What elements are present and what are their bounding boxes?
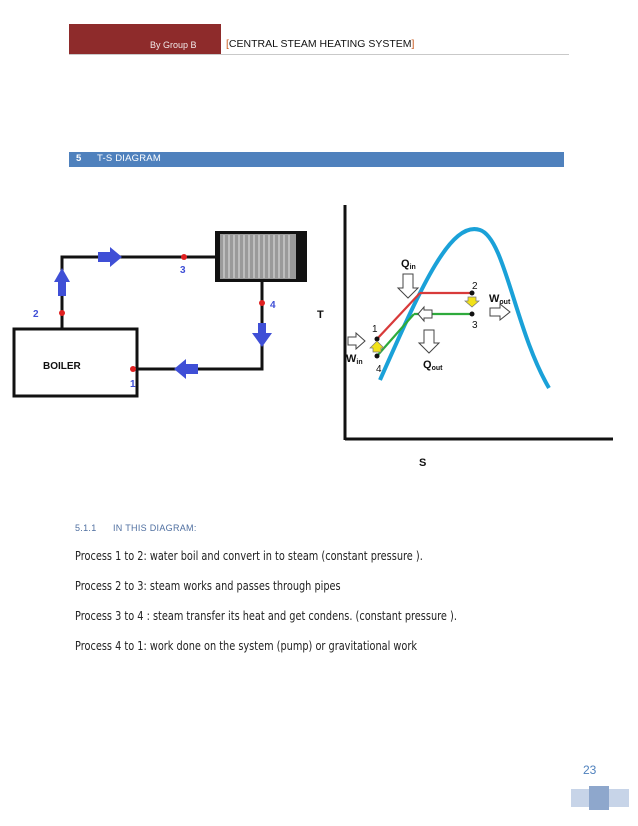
w-in-symbol: W	[346, 353, 357, 365]
circuit-point-4-marker	[259, 300, 265, 306]
t-axis-label: T	[317, 309, 324, 321]
process-line: Process 3 to 4 : steam transfer its heat…	[75, 608, 457, 623]
q-in-arrow-icon	[396, 273, 420, 299]
w-out-arrow-icon	[489, 302, 511, 322]
process-line: Process 4 to 1: work done on the system …	[75, 638, 418, 653]
circuit-point-2-label: 2	[33, 309, 39, 320]
subsection-number: 5.1.1	[75, 523, 97, 533]
page-decoration-icon	[571, 786, 629, 810]
pump-up-arrow-icon	[369, 340, 385, 353]
process-line: Process 1 to 2: water boil and convert i…	[75, 548, 423, 563]
w-out-label: Wout	[489, 293, 511, 306]
saturation-dome-curve	[378, 227, 551, 390]
ts-point-1-marker	[374, 336, 380, 342]
section-number: 5	[76, 153, 82, 164]
circuit-point-1-label: 1	[130, 379, 136, 390]
ts-point-4-label: 4	[376, 364, 382, 375]
title-bracket-close: ]	[411, 38, 415, 50]
boiler-box	[12, 327, 139, 398]
w-in-arrow-icon	[347, 331, 366, 351]
header-title: [CENTRAL STEAM HEATING SYSTEM]	[226, 38, 414, 50]
circuit-point-4-label: 4	[270, 300, 276, 311]
q-in-symbol: Q	[401, 258, 410, 270]
flow-arrow-right-icon	[98, 247, 122, 267]
q-out-subscript: out	[432, 365, 444, 372]
s-axis-label: S	[419, 457, 426, 469]
ts-point-2-marker	[469, 290, 475, 296]
circuit-point-1-marker	[130, 366, 136, 372]
header-title-text: CENTRAL STEAM HEATING SYSTEM	[228, 38, 412, 50]
ts-point-1-label: 1	[372, 324, 378, 335]
circuit-point-3-label: 3	[180, 265, 186, 276]
radiator-icon	[215, 231, 307, 282]
title-bracket-open: [	[226, 38, 229, 50]
q-out-arrow-icon	[417, 329, 441, 354]
condense-left-arrow-icon	[417, 305, 433, 323]
circuit-point-2-marker	[59, 310, 65, 316]
heat-down-arrow-icon	[464, 296, 480, 308]
ts-point-3-marker	[469, 311, 475, 317]
flow-arrow-down-icon	[252, 323, 272, 347]
header-accent-bar	[69, 24, 221, 54]
w-out-symbol: W	[489, 293, 500, 305]
boiler-label: BOILER	[43, 361, 82, 372]
q-out-symbol: Q	[423, 359, 432, 371]
subsection-title: IN THIS DIAGRAM:	[113, 523, 197, 533]
section-heading-bar	[69, 152, 564, 167]
q-out-label: Qout	[423, 359, 443, 372]
header-rule	[69, 54, 569, 55]
circuit-point-3-marker	[181, 254, 187, 260]
w-in-subscript: in	[356, 359, 362, 366]
q-in-label: Qin	[401, 258, 416, 271]
w-out-subscript: out	[499, 299, 511, 306]
page-number: 23	[583, 763, 597, 777]
section-title: T-S DIAGRAM	[97, 153, 161, 164]
q-in-subscript: in	[410, 264, 416, 271]
header-author: By Group B	[150, 40, 197, 50]
ts-point-4-marker	[374, 353, 380, 359]
ts-point-3-label: 3	[472, 320, 478, 331]
w-in-label: Win	[346, 353, 363, 366]
process-line: Process 2 to 3: steam works and passes t…	[75, 578, 341, 593]
flow-arrow-left-icon	[174, 359, 198, 379]
ts-point-2-label: 2	[472, 281, 478, 292]
flow-arrow-up-icon	[54, 268, 70, 296]
